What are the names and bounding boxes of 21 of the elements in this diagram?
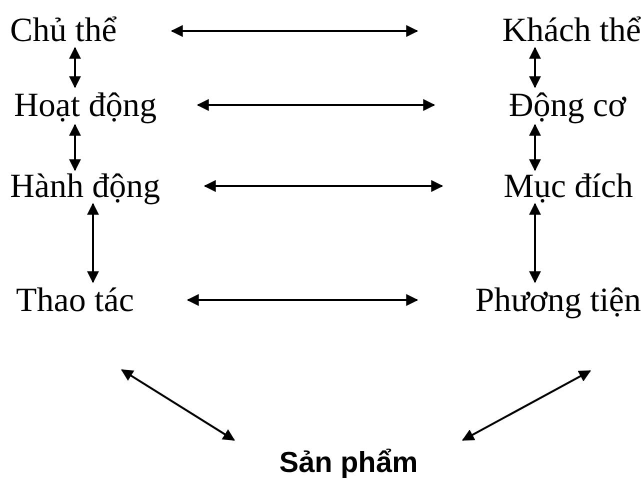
node-label: Thao tác xyxy=(16,282,134,320)
double-arrow xyxy=(462,370,592,441)
double-arrow xyxy=(170,25,418,37)
double-arrow xyxy=(529,124,541,172)
double-arrow xyxy=(87,202,99,284)
double-arrow xyxy=(120,369,236,441)
double-arrow xyxy=(204,180,444,192)
node-label: Chủ thể xyxy=(10,12,117,50)
node-label: Sản phẩm xyxy=(279,448,418,480)
node-label: Hoạt động xyxy=(14,87,157,125)
node-label: Động cơ xyxy=(508,87,626,125)
double-arrow xyxy=(69,46,81,88)
double-arrow xyxy=(69,124,81,172)
double-arrow xyxy=(529,46,541,88)
node-label: Mục đích xyxy=(504,168,633,206)
double-arrow xyxy=(196,99,436,111)
double-arrow xyxy=(529,202,541,284)
node-label: Phương tiện xyxy=(475,282,641,320)
node-label: Khách thể xyxy=(502,12,641,50)
node-label: Hành động xyxy=(10,168,160,206)
double-arrow xyxy=(186,294,418,306)
